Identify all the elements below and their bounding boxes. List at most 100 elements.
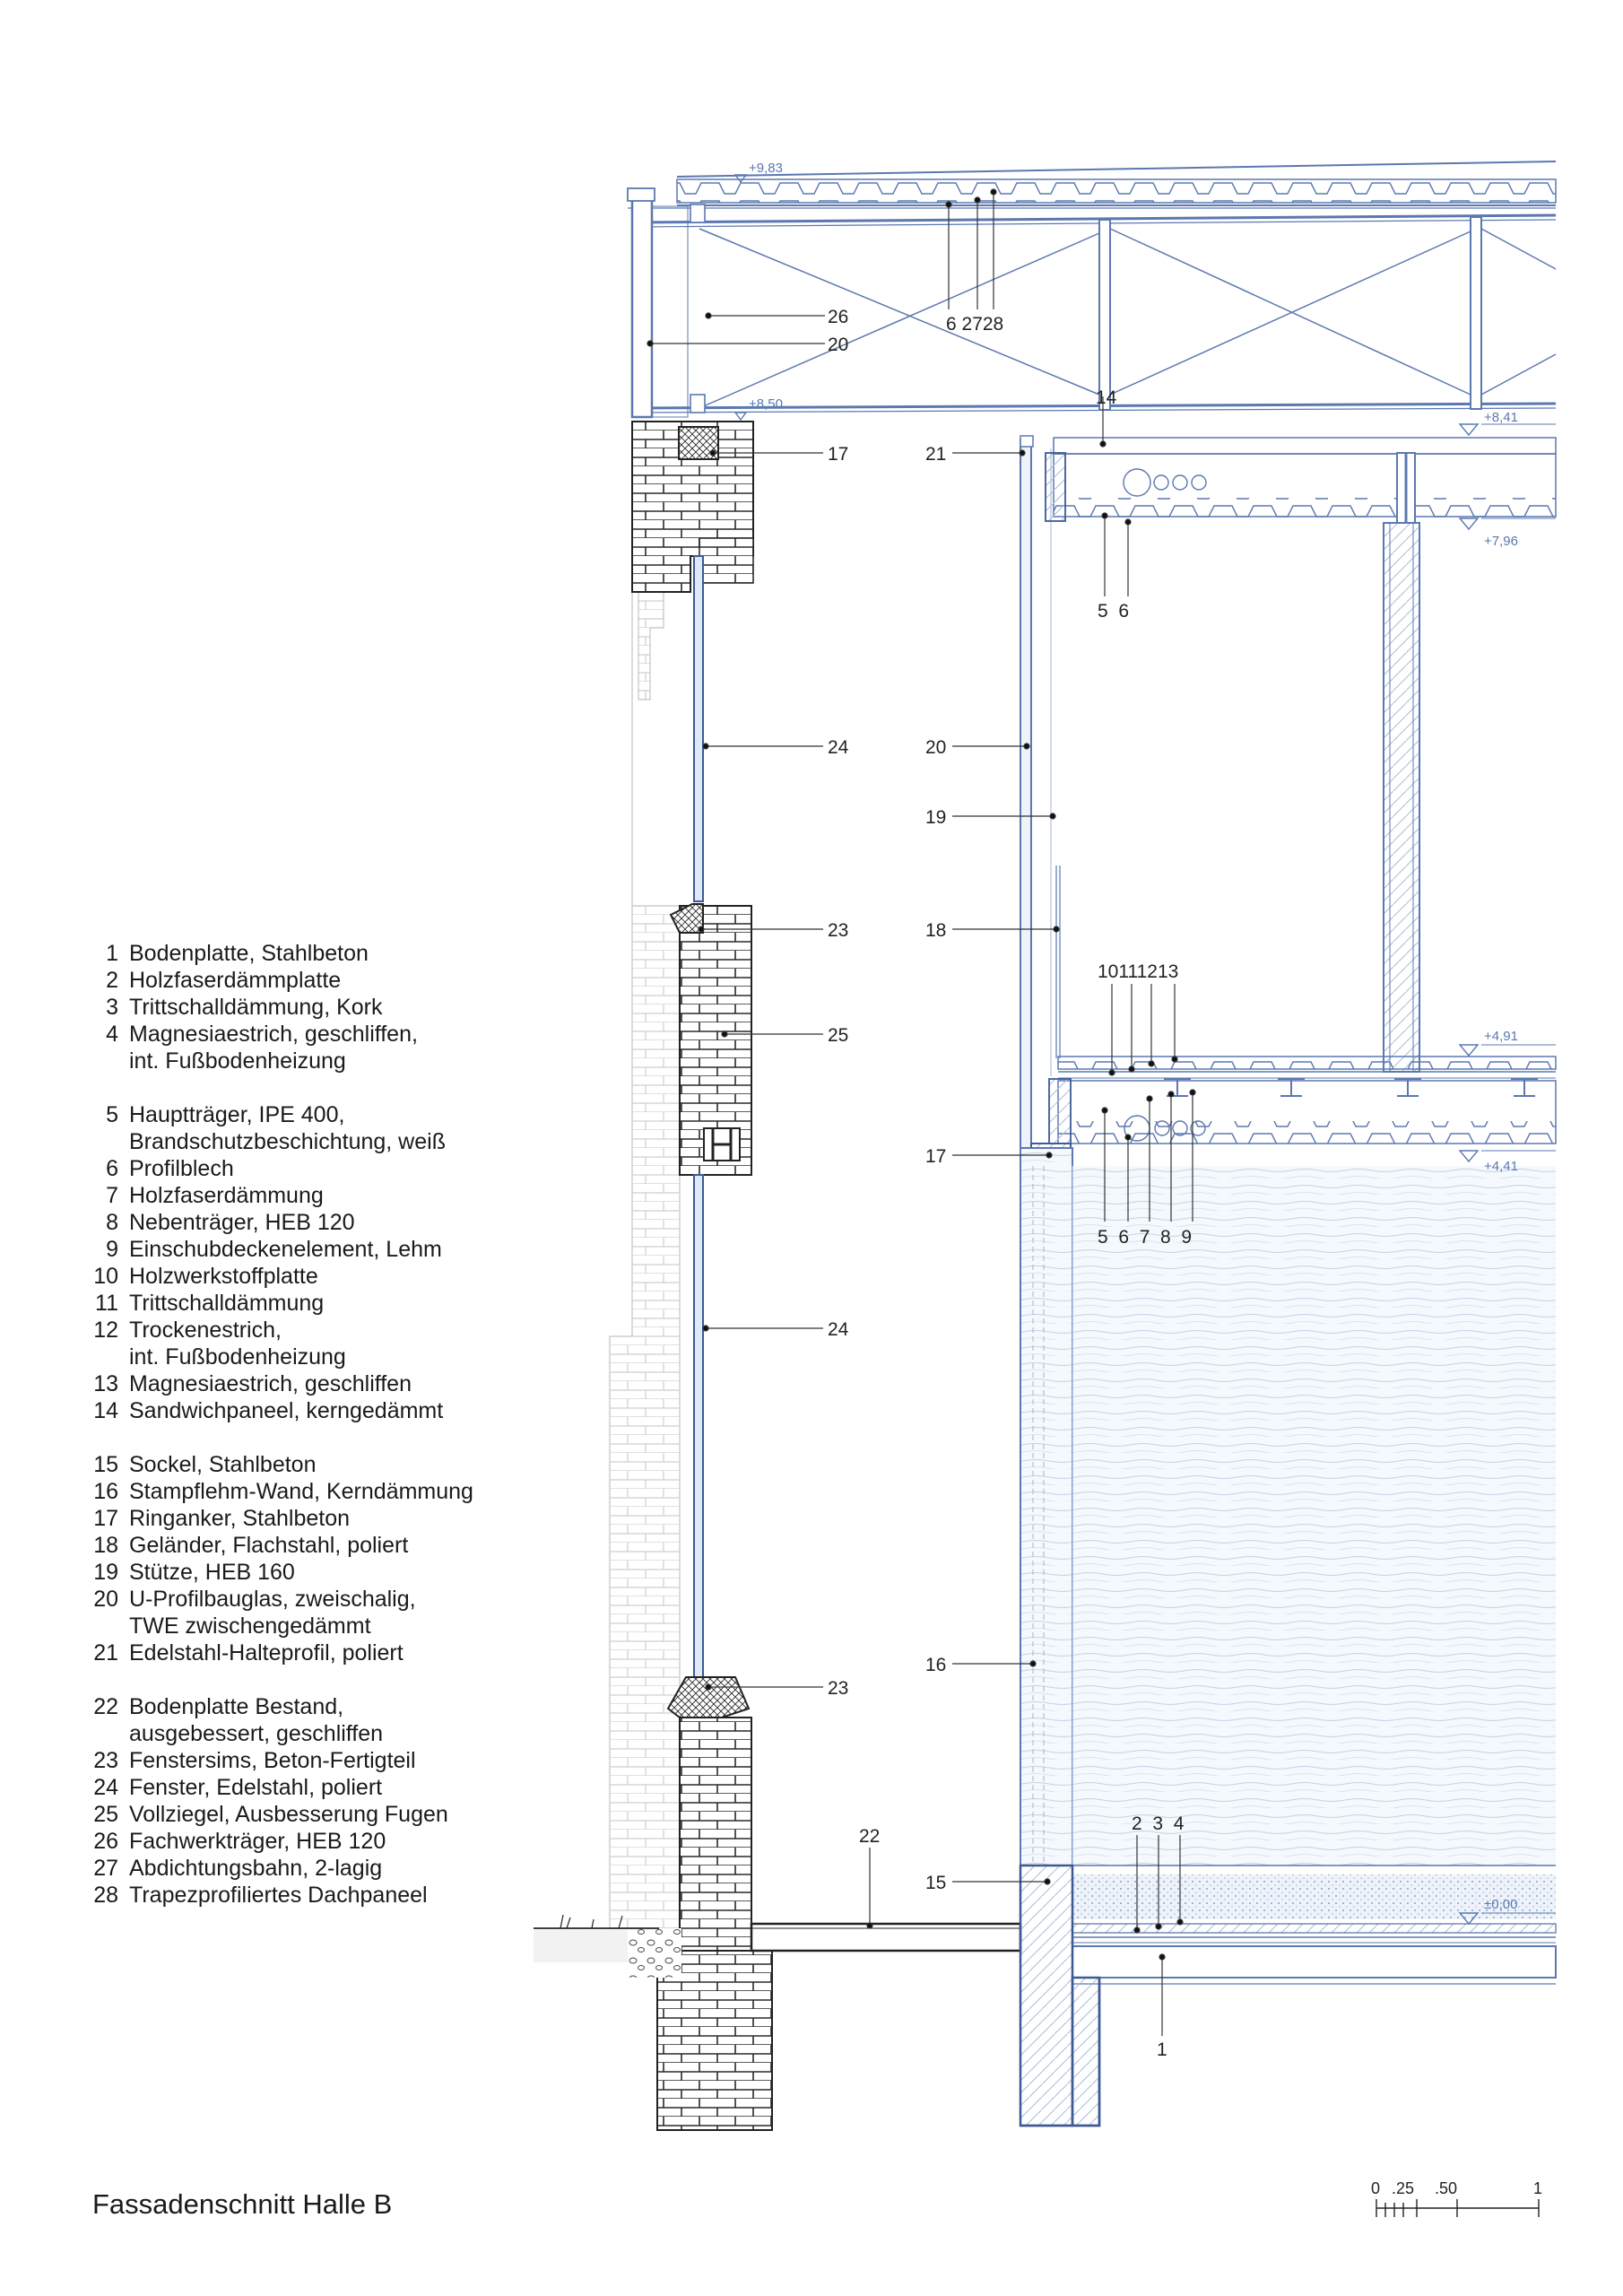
callout-22: 22 [859,1826,880,1847]
legend-number: 2 [106,968,118,993]
callout-16: 16 [925,1655,946,1675]
legend-text: Vollziegel, Ausbesserung Fugen [118,1801,448,1828]
legend-line: Bodenplatte Bestand, [129,1694,344,1719]
scale-tick-1: 1 [1533,2179,1542,2197]
legend-line: TWE zwischengedämmt [129,1613,371,1639]
legend-number: 1 [106,941,118,966]
callout-23-upper: 23 [828,920,848,941]
roof-structure [627,161,1557,437]
legend-text: U-Profilbauglas, zweischalig,TWE zwische… [118,1586,416,1639]
legend-line: Trittschalldämmung, Kork [129,995,383,1020]
callout-23-lower: 23 [828,1678,848,1699]
callout-20-facade: 20 [925,737,946,758]
existing-floor-slab [750,1922,1022,1952]
legend-line: Hauptträger, IPE 400, [129,1102,345,1127]
legend-line: Abdichtungsbahn, 2-lagig [129,1856,383,1881]
legend-line: Einschubdeckenelement, Lehm [129,1237,442,1262]
callout-5-6-upper: 5 6 [1098,601,1129,622]
legend-number: 23 [93,1748,118,1773]
legend-number: 3 [106,995,118,1020]
legend-text: Fenstersims, Beton-Fertigteil [118,1747,416,1774]
legend-number: 25 [93,1802,118,1827]
legend-text: Trittschalldämmung [118,1290,324,1317]
legend-line: Edelstahl-Halteprofil, poliert [129,1640,404,1665]
callout-6-27-28: 6 2728 [946,314,1003,335]
legend-text: Stampflehm-Wand, Kerndämmung [118,1478,473,1505]
callout-1: 1 [1157,2039,1167,2060]
level-gallery-floor: +4,91 [1484,1029,1518,1044]
legend-item: 21 Edelstahl-Halteprofil, poliert [88,1639,590,1666]
legend-line: Trittschalldämmung [129,1291,325,1316]
callout-14: 14 [1096,387,1117,408]
legend-item: 1 Bodenplatte, Stahlbeton [88,940,590,967]
callout-21: 21 [925,444,946,465]
legend-text: Magnesiaestrich, geschliffen [118,1370,412,1397]
legend-text: Trockenestrich,int. Fußbodenheizung [118,1317,346,1370]
callout-18: 18 [925,920,946,941]
legend-line: Fenstersims, Beton-Fertigteil [129,1748,416,1773]
legend-text: Abdichtungsbahn, 2-lagig [118,1855,382,1882]
legend-text: Bodenplatte, Stahlbeton [118,940,369,967]
legend-line: int. Fußbodenheizung [129,1048,346,1074]
scale-tick-50: .50 [1435,2179,1457,2197]
legend-item: 11 Trittschalldämmung [88,1290,590,1317]
legend-line: Sockel, Stahlbeton [129,1452,317,1477]
callout-2-3-4: 2 3 4 [1132,1813,1185,1834]
legend-number: 18 [93,1533,118,1558]
drawing-title: Fassadenschnitt Halle B [92,2188,393,2220]
callout-24-lower: 24 [828,1319,849,1340]
legend-text: Bodenplatte Bestand,ausgebessert, geschl… [118,1693,383,1747]
legend-line: Holzfaserdämmung [129,1183,324,1208]
legend-number: 21 [93,1640,118,1665]
legend-number: 28 [93,1883,118,1908]
legend-line: Stampflehm-Wand, Kerndämmung [129,1479,473,1504]
legend-line: Profilblech [129,1156,234,1181]
legend-number: 11 [95,1291,118,1316]
legend-line: Nebenträger, HEB 120 [129,1210,355,1235]
legend-number: 24 [93,1775,118,1800]
legend-text: Holzfaserdämmplatte [118,967,341,994]
legend-number: 10 [93,1264,118,1289]
legend-line: Stütze, HEB 160 [129,1560,295,1585]
callout-leaders [647,188,1196,2036]
legend-text: Trittschalldämmung, Kork [118,994,383,1021]
legend-text: Fachwerkträger, HEB 120 [118,1828,386,1855]
callout-10-11-12-13: 10111213 [1098,961,1178,982]
level-labels: +9,83 +8,50 +8,41 +7,96 +4,91 +4,41 ±0,0… [749,161,1518,1912]
legend-number: 26 [93,1829,118,1854]
legend-number: 14 [93,1398,118,1423]
legend-line: ausgebessert, geschliffen [129,1721,384,1746]
callout-25: 25 [828,1025,848,1046]
legend-number: 15 [93,1452,118,1477]
callout-26: 26 [828,307,848,327]
legend-line: U-Profilbauglas, zweischalig, [129,1587,416,1612]
legend-text: Stütze, HEB 160 [118,1559,295,1586]
legend-number: 20 [93,1587,118,1612]
legend-line: Brandschutzbeschichtung, weiß [129,1129,446,1154]
new-construction [1019,435,1557,2127]
legend-line: int. Fußbodenheizung [129,1344,346,1370]
legend-item: 15 Sockel, Stahlbeton [88,1451,590,1478]
legend-line: Bodenplatte, Stahlbeton [129,941,369,966]
legend-line: Trapezprofiliertes Dachpaneel [129,1883,428,1908]
legend-number: 17 [93,1506,118,1531]
legend-number: 12 [93,1318,118,1343]
legend-number: 27 [93,1856,118,1881]
legend-text: Nebenträger, HEB 120 [118,1209,355,1236]
legend-line: Ringanker, Stahlbeton [129,1506,351,1531]
callout-19: 19 [925,807,946,828]
legend-text: Sandwichpaneel, kerngedämmt [118,1397,443,1424]
callout-5-9: 5 6 7 8 9 [1098,1227,1192,1248]
